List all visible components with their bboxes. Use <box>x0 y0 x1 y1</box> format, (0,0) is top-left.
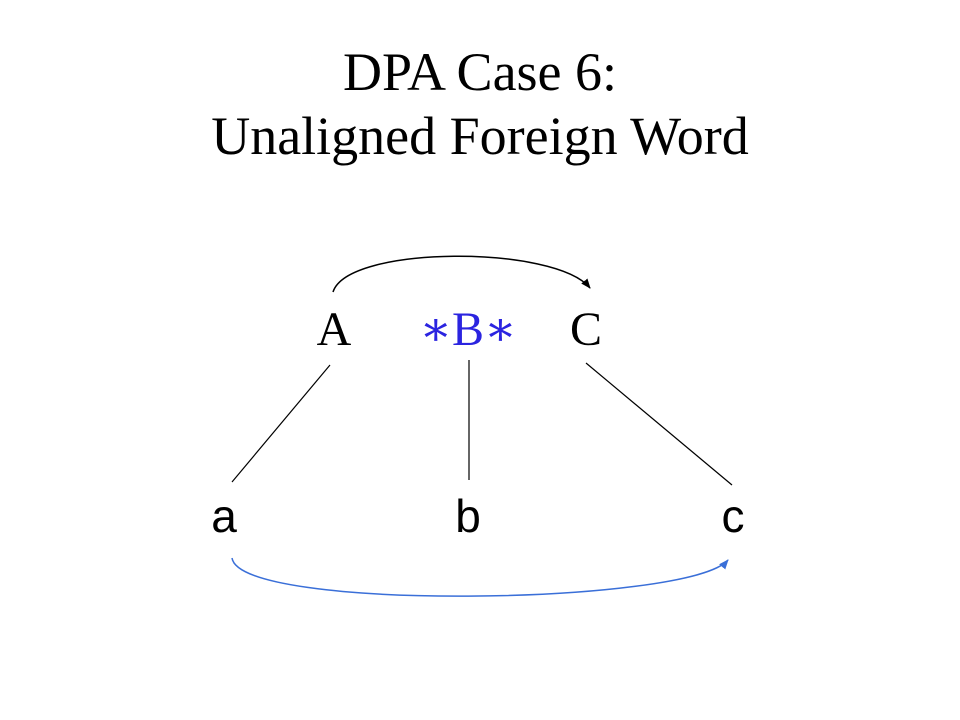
slide-title: DPA Case 6: Unaligned Foreign Word <box>0 40 960 168</box>
node-lower-c: c <box>722 490 745 542</box>
title-line-2: Unaligned Foreign Word <box>211 106 749 166</box>
node-upper-B: ∗B∗ <box>419 303 516 356</box>
edge-A-a <box>231 364 331 483</box>
node-upper-A: A <box>317 303 352 356</box>
title-line-1: DPA Case 6: <box>342 42 618 102</box>
upper-arc <box>332 255 591 293</box>
node-lower-a: a <box>211 490 237 542</box>
node-upper-C: C <box>570 303 602 356</box>
lower-arc <box>231 557 729 597</box>
edge-C-c <box>585 362 733 486</box>
node-lower-b: b <box>455 490 481 542</box>
